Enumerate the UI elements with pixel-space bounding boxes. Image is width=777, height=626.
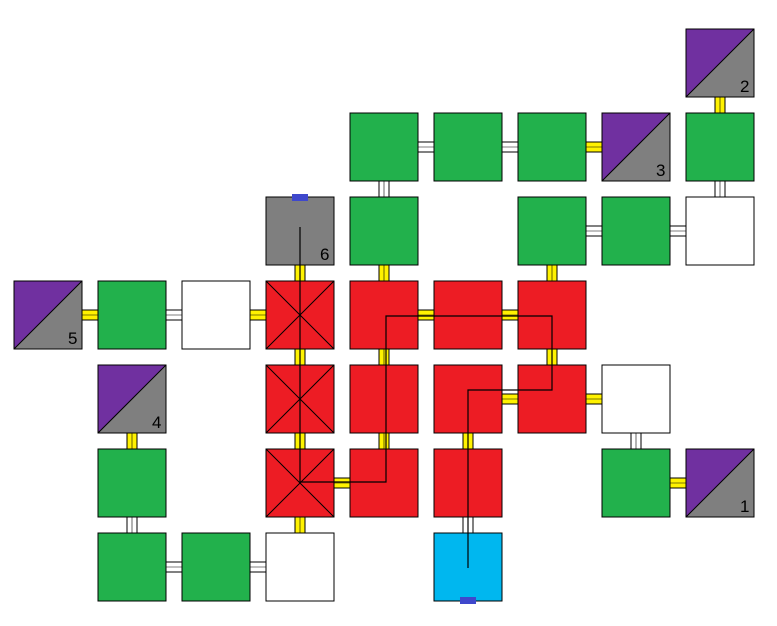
- green-room: [517, 112, 587, 182]
- green-room: [601, 196, 671, 266]
- green-room: [601, 448, 671, 518]
- trap-cross: [265, 448, 335, 518]
- green-room: [97, 280, 167, 350]
- empty-room: [601, 364, 671, 434]
- room-number: 3: [656, 161, 665, 180]
- green-room: [517, 196, 587, 266]
- room-number: 4: [152, 413, 161, 432]
- red-room: [433, 280, 503, 350]
- green-room: [349, 196, 419, 266]
- red-room: [349, 280, 419, 350]
- exit-room-diagonal: [685, 448, 755, 518]
- exit-room-diagonal: [13, 280, 83, 350]
- empty-room: [685, 196, 755, 266]
- exit-room-border: [13, 280, 83, 350]
- exit-room-diagonal: [601, 112, 671, 182]
- exit-room-border: [601, 112, 671, 182]
- exit-room-diagonal: [685, 28, 755, 98]
- green-room: [181, 532, 251, 602]
- exit-room-diagonal: [97, 364, 167, 434]
- red-room: [349, 364, 419, 434]
- green-room: [97, 448, 167, 518]
- green-room: [349, 112, 419, 182]
- green-room: [97, 532, 167, 602]
- room-number: 6: [320, 245, 329, 264]
- exit-room-border: [685, 448, 755, 518]
- room-number: 2: [740, 77, 749, 96]
- exit-room-border: [97, 364, 167, 434]
- goal-marker: [292, 194, 308, 201]
- entrance-marker: [460, 597, 476, 604]
- room-number: 5: [68, 329, 77, 348]
- red-room: [349, 448, 419, 518]
- green-room: [433, 112, 503, 182]
- empty-room: [265, 532, 335, 602]
- empty-room: [181, 280, 251, 350]
- room-number: 1: [740, 497, 749, 516]
- route-path: [299, 227, 553, 568]
- exit-room-border: [685, 28, 755, 98]
- green-room: [685, 112, 755, 182]
